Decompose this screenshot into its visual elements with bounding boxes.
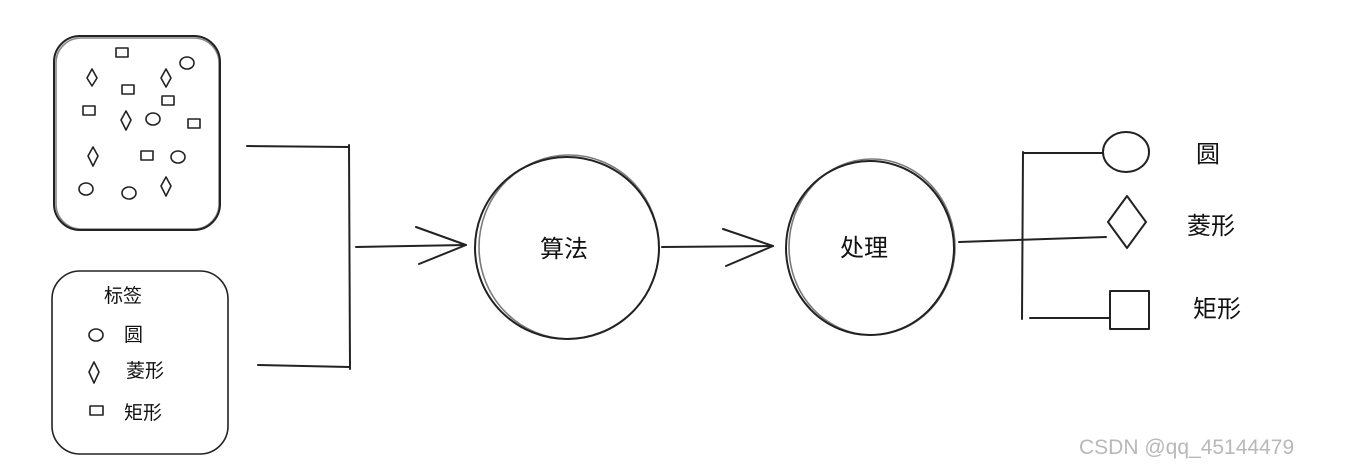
output-diamond: 菱形: [1107, 195, 1235, 249]
output-circle: 圆: [1102, 131, 1220, 173]
square-icon: [161, 95, 175, 106]
merge-bracket: [246, 144, 351, 370]
diamond-icon: [86, 68, 98, 87]
diamond-icon: [160, 176, 172, 197]
circle-icon: [121, 186, 137, 200]
square-icon: [89, 405, 104, 416]
legend-item-label: 矩形: [124, 402, 162, 424]
arrow-to-process: [661, 228, 774, 267]
circle-icon: [78, 182, 94, 196]
square-icon: [121, 84, 135, 95]
circle-icon: [1102, 131, 1150, 173]
output-label: 菱形: [1187, 212, 1235, 240]
process-label: 处理: [840, 234, 888, 262]
square-icon: [82, 105, 96, 116]
algorithm-node: 算法: [474, 154, 660, 340]
output-label: 圆: [1196, 140, 1220, 168]
square-icon: [1109, 290, 1150, 330]
diamond-icon: [160, 68, 172, 88]
process-node: 处理: [785, 158, 956, 336]
output-label: 矩形: [1193, 295, 1241, 323]
data-box: [53, 35, 221, 231]
legend-item-label: 菱形: [126, 360, 164, 382]
circle-icon: [170, 150, 186, 164]
circle-icon: [145, 112, 161, 126]
square-icon: [187, 118, 201, 129]
circle-icon: [179, 56, 195, 70]
algorithm-label: 算法: [540, 235, 588, 263]
diamond-icon: [120, 110, 132, 131]
circle-icon: [88, 328, 104, 342]
legend-item-label: 圆: [124, 324, 143, 346]
square-icon: [115, 47, 129, 58]
legend-title: 标签: [104, 285, 142, 307]
legend-box: 标签 圆 菱形 矩形: [51, 270, 229, 455]
diamond-icon: [88, 361, 100, 384]
output-square: 矩形: [1109, 290, 1241, 330]
square-icon: [140, 150, 154, 161]
arrow-to-algorithm: [355, 226, 467, 265]
output-branches: [958, 151, 1111, 320]
diamond-icon: [1107, 195, 1147, 249]
watermark: CSDN @qq_45144479: [1079, 436, 1294, 459]
scattered-shapes: [78, 47, 201, 200]
diamond-icon: [87, 146, 99, 167]
